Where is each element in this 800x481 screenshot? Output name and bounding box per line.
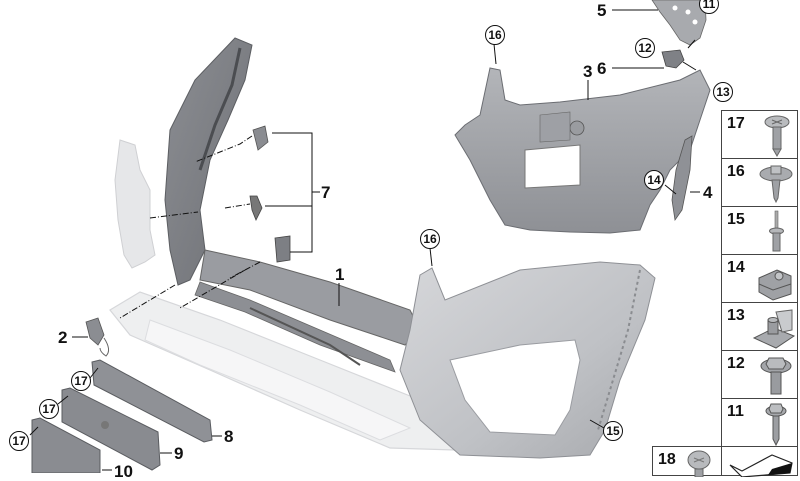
plate-bracket-part-10: [31, 417, 112, 473]
legend-item-16[interactable]: 16: [721, 158, 798, 207]
legend-number: 15: [727, 211, 745, 228]
callout-16-carrier[interactable]: 16: [485, 25, 505, 45]
legend-number: 18: [658, 451, 676, 468]
part-label-1[interactable]: 1: [335, 265, 345, 284]
legend-number: 16: [727, 163, 745, 180]
bracket-part-6: [612, 39, 697, 71]
legend-item-18[interactable]: 18: [652, 446, 722, 477]
legend-item-11[interactable]: 11: [721, 398, 798, 447]
lower-grille-ghost: [109, 291, 471, 451]
callout-12[interactable]: 12: [635, 38, 655, 58]
clip-part-2: [72, 317, 110, 357]
legend-number: 13: [727, 307, 745, 324]
part-label-2[interactable]: 2: [58, 328, 68, 347]
flange-screw-large-washer-icon: [759, 165, 793, 204]
part-label-9[interactable]: 9: [174, 444, 184, 463]
bumper-cover-part-1: [164, 37, 656, 459]
callout-13[interactable]: 13: [713, 82, 733, 102]
part-label-7[interactable]: 7: [321, 183, 331, 202]
legend-number: 12: [727, 355, 745, 372]
callout-17-plate-8[interactable]: 17: [71, 371, 91, 391]
expansion-rivet-icon: [769, 210, 784, 252]
bracket-part-4: [671, 135, 700, 222]
callout-17-plate-10[interactable]: 17: [9, 431, 29, 451]
spring-nut-icon: [752, 309, 796, 349]
legend-item-15[interactable]: 15: [721, 206, 798, 255]
plate-bracket-part-9: [61, 387, 172, 471]
legend-number: 17: [727, 115, 745, 132]
part-label-6[interactable]: 6: [597, 59, 607, 78]
clip-nut-icon: [758, 269, 792, 301]
plate-bracket-part-8: [91, 359, 222, 443]
legend-item-scale[interactable]: [721, 446, 798, 477]
scale-bar-icon: [729, 454, 793, 477]
callout-17-plate-9[interactable]: 17: [39, 399, 59, 419]
torx-washer-screw-icon: [764, 115, 790, 158]
legend-number: 11: [727, 403, 744, 420]
part-label-5[interactable]: 5: [597, 1, 607, 20]
legend-number: 14: [727, 259, 745, 276]
part-label-3[interactable]: 3: [583, 62, 593, 81]
callout-11[interactable]: 11: [699, 0, 719, 14]
callout-16-bumper[interactable]: 16: [420, 229, 440, 249]
callout-14[interactable]: 14: [644, 170, 664, 190]
clips-part-7: [119, 125, 320, 319]
callout-15[interactable]: 15: [603, 421, 623, 441]
bracket-part-5: [612, 0, 707, 46]
bumper-carrier-part-3: [454, 67, 711, 234]
hex-washer-bolt-icon: [760, 357, 792, 395]
legend-item-13[interactable]: 13: [721, 302, 798, 351]
legend-item-14[interactable]: 14: [721, 254, 798, 303]
part-label-10[interactable]: 10: [114, 462, 133, 481]
legend-item-12[interactable]: 12: [721, 350, 798, 399]
legend-item-17[interactable]: 17: [721, 110, 798, 159]
part-label-4[interactable]: 4: [703, 183, 713, 202]
ghost-bracket-part: [114, 139, 156, 269]
hex-tapping-screw-icon: [765, 403, 787, 447]
part-label-8[interactable]: 8: [224, 427, 234, 446]
